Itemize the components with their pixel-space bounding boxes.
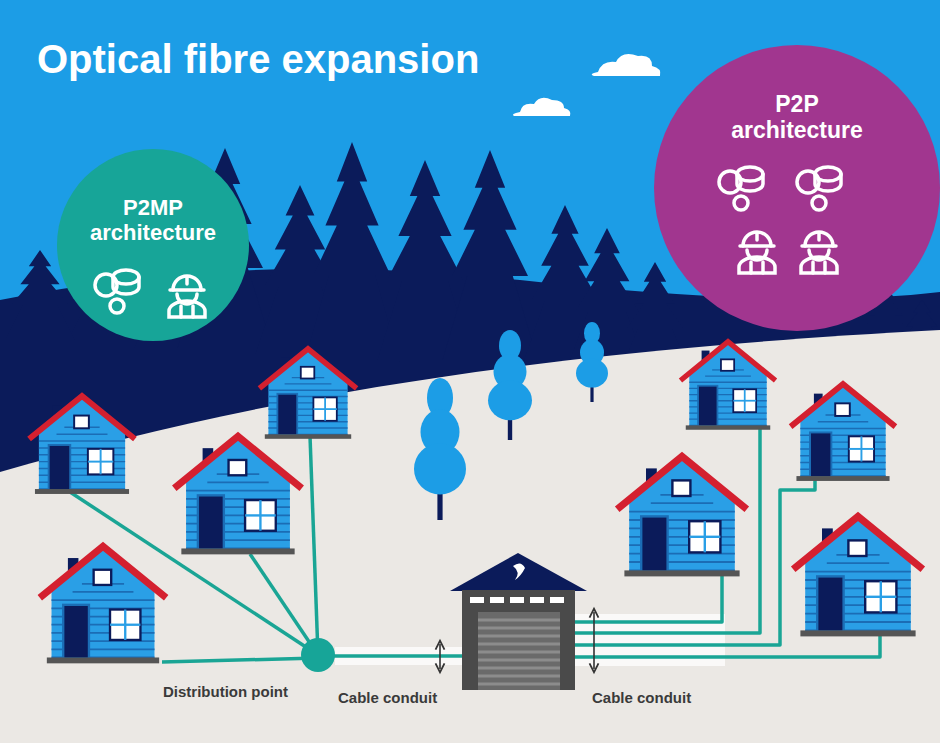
conduit-label: Cable conduit	[338, 689, 437, 706]
cost-icon	[95, 270, 139, 313]
circle-outline	[654, 45, 940, 331]
cloud	[513, 98, 571, 116]
house	[680, 342, 775, 430]
house	[29, 396, 135, 494]
circle-outline	[301, 638, 335, 672]
node-shape	[57, 149, 249, 341]
node-shape	[301, 638, 335, 672]
worker-icon	[739, 232, 775, 273]
house	[793, 516, 923, 636]
exchange-building	[450, 553, 587, 690]
architecture-circle: P2P architecture	[654, 45, 940, 331]
house	[259, 349, 356, 439]
ground	[0, 330, 940, 743]
worker-icon	[169, 276, 205, 317]
circle-outline	[57, 149, 249, 341]
circle-heading: P2MP architecture	[78, 196, 228, 245]
conduit-label: Cable conduit	[592, 689, 691, 706]
cost-icon	[719, 167, 763, 210]
worker-icon	[801, 232, 837, 273]
dimension-arrow	[439, 644, 441, 669]
diagram-title: Optical fibre expansion	[37, 37, 479, 82]
circle-heading: P2P architecture	[717, 92, 877, 144]
node-label: Distribution point	[163, 684, 288, 701]
dimension-arrow	[593, 612, 595, 669]
house	[791, 384, 896, 481]
cloud	[592, 54, 661, 76]
house	[174, 436, 301, 554]
node-shape	[654, 45, 940, 331]
house	[40, 546, 166, 663]
cost-icon	[797, 167, 841, 210]
deciduous-trees	[414, 322, 608, 520]
house	[617, 456, 747, 576]
architecture-circle: P2MP architecture	[57, 149, 249, 341]
distribution-point: Distribution point	[301, 638, 335, 672]
